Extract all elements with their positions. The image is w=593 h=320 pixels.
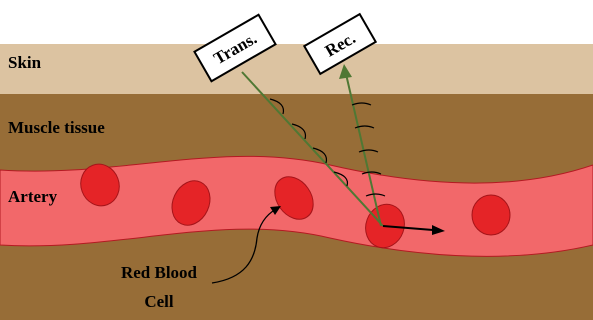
artery-label: Artery <box>8 187 58 206</box>
red-blood-cell <box>472 195 510 235</box>
skin-label: Skin <box>8 53 42 72</box>
red-blood-cell-label-line2: Cell <box>144 292 174 311</box>
red-blood-cell-label-line1: Red Blood <box>121 263 198 282</box>
skin-layer <box>0 44 593 94</box>
muscle-label: Muscle tissue <box>8 118 105 137</box>
